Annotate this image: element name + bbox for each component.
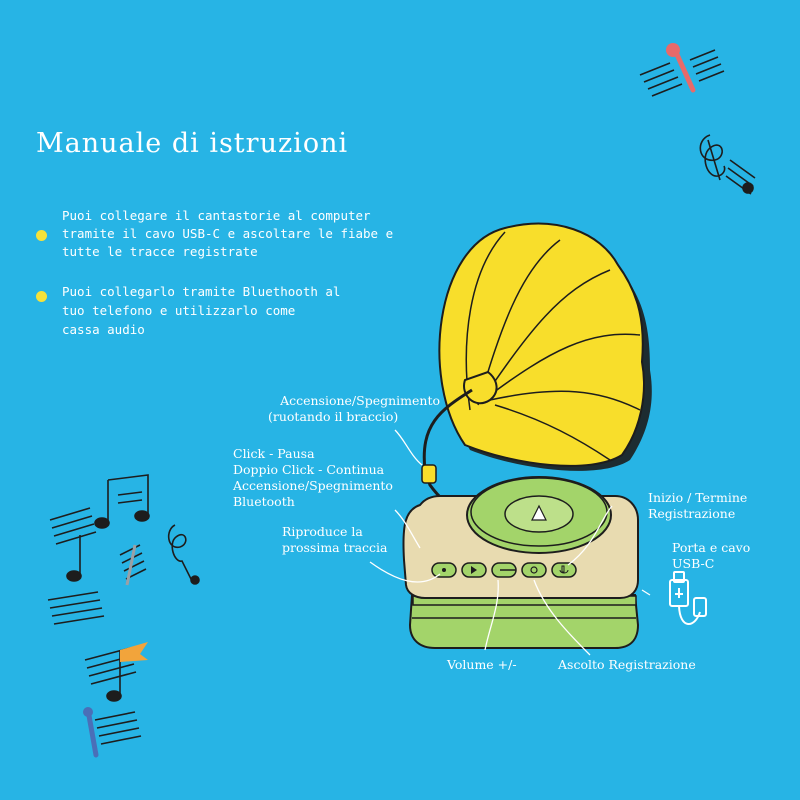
bullet-line: tutte le tracce registrate	[62, 244, 258, 259]
label-power-line: (ruotando il braccio)	[268, 409, 399, 424]
note-figure-icon	[672, 47, 696, 93]
label-record-line: Registrazione	[648, 506, 736, 521]
music-notes-top-icon	[639, 49, 756, 195]
bullet-line: tuo telefono e utilizzarlo come	[62, 303, 296, 318]
bullet-dot	[36, 291, 47, 302]
label-click: Click - Pausa Doppio Click - Continua Ac…	[233, 446, 393, 510]
bullet-line: Puoi collegarlo tramite Bluethooth al	[62, 284, 341, 299]
label-record-line: Inizio / Termine	[648, 490, 748, 505]
label-usb-line: Porta e cavo	[672, 540, 751, 555]
play-icon	[531, 504, 547, 521]
label-usb: Porta e cavo USB-C	[672, 540, 750, 572]
label-click-line: Bluetooth	[233, 494, 295, 509]
label-click-line: Doppio Click - Continua	[233, 462, 385, 477]
label-volume: Volume +/-	[447, 657, 517, 672]
page-title: Manuale di istruzioni	[36, 128, 349, 159]
bullet-line: Puoi collegare il cantastorie al compute…	[62, 208, 371, 223]
label-power-line: Accensione/Spegnimento	[280, 393, 440, 408]
music-notes-bottom-icon	[47, 474, 200, 745]
label-listen: Ascolto Registrazione	[558, 657, 696, 672]
bullet-dot	[36, 230, 47, 241]
label-record: Inizio / Termine Registrazione	[648, 490, 747, 522]
label-click-line: Accensione/Spegnimento	[233, 478, 393, 493]
label-next-track: Riproduce la prossima traccia	[282, 524, 388, 556]
button-row	[431, 562, 577, 578]
bullet-line: tramite il cavo USB-C e ascoltare le fia…	[62, 226, 394, 241]
horn-shape	[438, 222, 645, 467]
usb-cable-icon	[669, 571, 707, 625]
leader-lines	[369, 429, 651, 656]
label-usb-line: USB-C	[672, 556, 715, 571]
label-power: Accensione/Spegnimento (ruotando il brac…	[250, 393, 440, 425]
label-next-line: prossima traccia	[282, 540, 388, 555]
label-next-line: Riproduce la	[282, 524, 363, 539]
label-click-line: Click - Pausa	[233, 446, 315, 461]
bullet-line: cassa audio	[62, 322, 145, 337]
